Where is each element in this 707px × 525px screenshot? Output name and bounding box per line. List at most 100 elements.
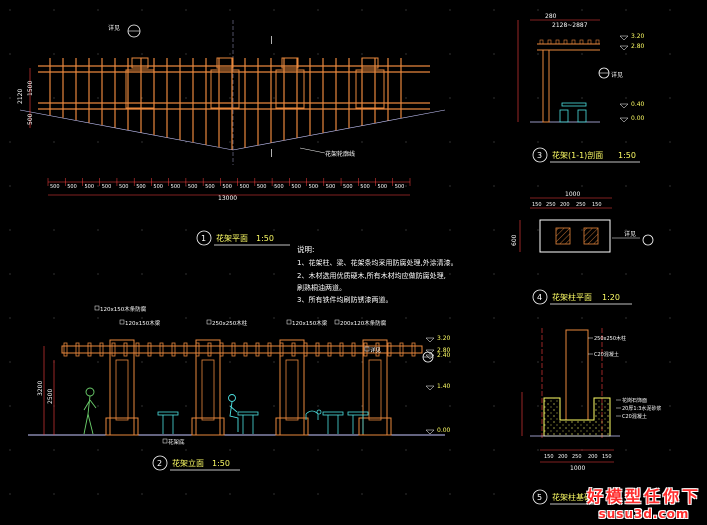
grid-dot — [53, 449, 55, 451]
grid-dot — [449, 97, 451, 99]
grid-dot — [493, 273, 495, 275]
elevation-table-top — [347, 411, 369, 416]
elevation-level-label: 2.80 — [437, 347, 451, 354]
grid-dot — [97, 53, 99, 55]
grid-dot — [185, 273, 187, 275]
footing-dim-segment: 150 — [602, 454, 612, 460]
grid-dot — [317, 53, 319, 55]
grid-dot — [361, 273, 363, 275]
column-plan-title-number-circle — [532, 289, 548, 305]
section-level-mark — [619, 45, 629, 51]
plan-dim-segment-label: 500 — [326, 184, 336, 190]
grid-dot — [53, 9, 55, 11]
grid-dot — [9, 141, 11, 143]
elevation-table-top — [322, 411, 344, 416]
footing-dim-segment: 200 — [558, 454, 568, 460]
grid-dot — [669, 185, 671, 187]
plan-title: 花架平面 — [216, 233, 248, 243]
grid-dot — [625, 449, 627, 451]
elevation-title-scale: 1:50 — [212, 459, 230, 468]
grid-dot — [493, 405, 495, 407]
note-line-3: 刷熟桐油两道。 — [297, 283, 346, 292]
grid-dot — [97, 273, 99, 275]
column-plan-title-number: 4 — [537, 293, 542, 302]
plan-title-scale: 1:50 — [256, 234, 274, 243]
footing-dim-total: 1000 — [570, 465, 585, 472]
grid-dot — [625, 493, 627, 495]
grid-dot — [53, 97, 55, 99]
elevation-table-top — [237, 411, 259, 416]
elevation-slat-end — [87, 342, 92, 357]
grid-dot — [141, 361, 143, 363]
elevation-slat-end — [315, 342, 320, 357]
note-line-4: 3、所有铁件均刷防锈漆两道。 — [297, 295, 392, 304]
plan-dim-segment-label: 500 — [360, 184, 370, 190]
grid-dot — [361, 449, 363, 451]
elevation-main-beam — [61, 345, 423, 354]
elevation-title-number: 2 — [157, 459, 162, 468]
plan-dim-segment-label: 500 — [343, 184, 353, 190]
person-seated-figure — [228, 394, 239, 432]
elevation-slat-end — [123, 342, 128, 357]
footing-label: 250x250木柱 — [594, 335, 626, 342]
elevation-slat-end — [171, 342, 176, 357]
plan-dim-segment-label: 500 — [119, 184, 129, 190]
grid-dot — [317, 361, 319, 363]
footing-label: C20混凝土 — [622, 413, 647, 420]
grid-dot — [581, 185, 583, 187]
elevation-post-inner — [201, 359, 215, 421]
grid-dot — [97, 9, 99, 11]
grid-dot — [449, 361, 451, 363]
grid-dot — [405, 317, 407, 319]
grid-dot — [493, 229, 495, 231]
elevation-post-base — [358, 417, 392, 436]
elevation-slat-end — [267, 342, 272, 357]
grid-dot — [317, 9, 319, 11]
column-plan-post-right — [583, 227, 599, 245]
grid-dot — [9, 97, 11, 99]
grid-dot — [625, 405, 627, 407]
elevation-slat-end — [75, 342, 80, 357]
grid-dot — [669, 361, 671, 363]
grid-dot — [449, 9, 451, 11]
column-plan-callout-label: 详见 — [624, 230, 636, 238]
elevation-slat-end — [375, 342, 380, 357]
elevation-slat-end — [243, 342, 248, 357]
note-line-2: 2、木材选用优质硬木,所有木材均应做防腐处理, — [297, 271, 446, 280]
grid-dot — [53, 493, 55, 495]
watermark-en: susu3d.com — [598, 507, 690, 521]
grid-dot — [9, 493, 11, 495]
grid-dot — [141, 405, 143, 407]
elevation-label-marker — [162, 438, 168, 444]
plan-dim-segment-label: 500 — [222, 184, 232, 190]
grid-dot — [141, 493, 143, 495]
section-level-label: 2.80 — [631, 43, 645, 50]
plan-dim-segment-label: 500 — [84, 184, 94, 190]
plan-post-cap — [216, 57, 234, 69]
grid-dot — [405, 273, 407, 275]
section-slat — [587, 39, 592, 45]
grid-dot — [9, 185, 11, 187]
grid-dot — [273, 449, 275, 451]
footing-title: 花架柱基础 — [552, 492, 592, 502]
plan-dim-segment-label: 500 — [309, 184, 319, 190]
column-plan-title: 花架柱平面 — [552, 292, 592, 302]
grid-dot — [669, 9, 671, 11]
column-plan-dim-segment: 150 — [592, 202, 602, 208]
elevation-slat-end — [231, 342, 236, 357]
grid-dot — [361, 141, 363, 143]
grid-dot — [449, 273, 451, 275]
column-plan-post-left — [555, 227, 571, 245]
grid-dot — [273, 273, 275, 275]
footing-title-number: 5 — [537, 493, 542, 502]
grid-dot — [53, 53, 55, 55]
section-stool-left — [559, 109, 569, 123]
grid-dot — [669, 97, 671, 99]
grid-dot — [9, 9, 11, 11]
grid-dot — [53, 185, 55, 187]
section-marker-top: | — [270, 35, 273, 44]
plan-post-cap — [131, 57, 149, 69]
